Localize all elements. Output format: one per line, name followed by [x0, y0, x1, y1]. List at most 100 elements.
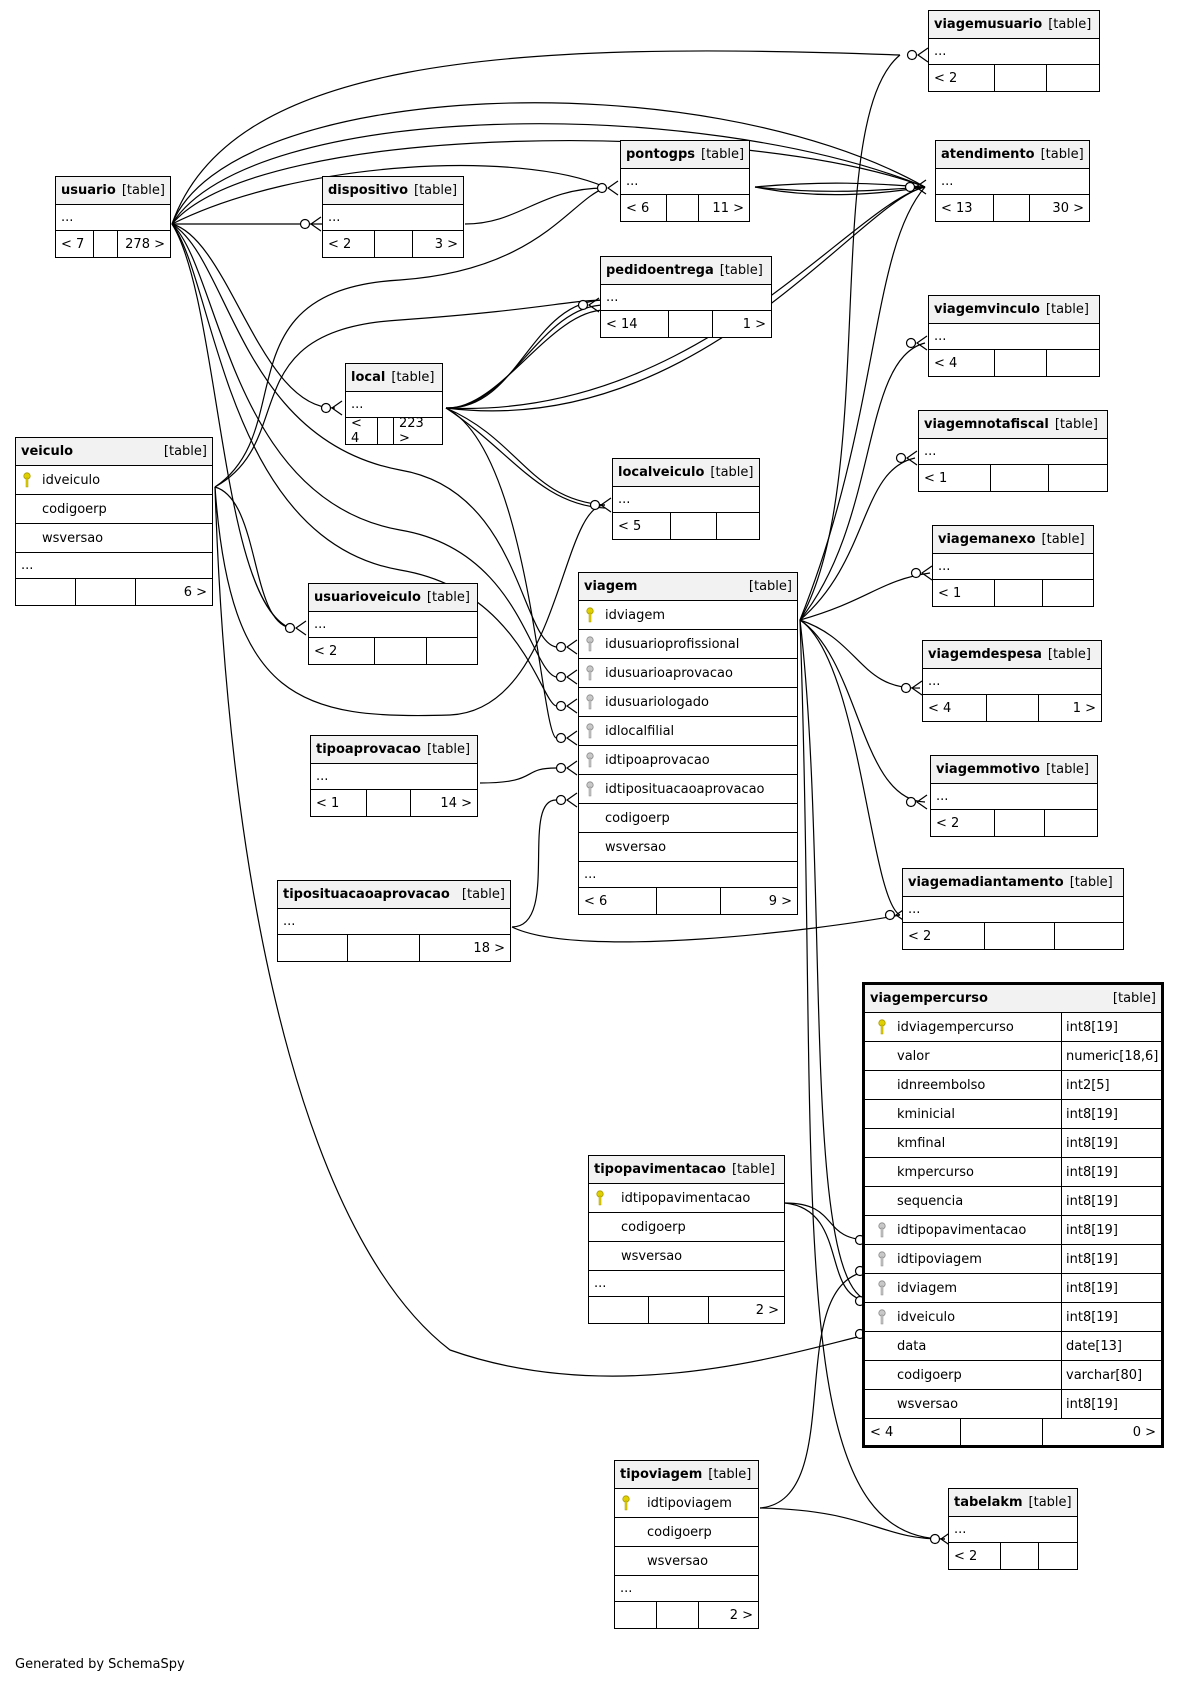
table-viagemvinculo[interactable]: viagemvinculo[table] ... < 4 [928, 295, 1100, 377]
edge-local-viagem [445, 407, 557, 739]
table-name: tipoviagem [620, 1467, 703, 1482]
edge-veiculo-pontogps [214, 187, 606, 488]
table-tag: [table] [426, 742, 471, 757]
column-type: int8[19] [1061, 1158, 1161, 1186]
footer-left: < 6 [579, 888, 657, 914]
table-tag: [table] [1069, 875, 1113, 890]
footer-left: < 4 [865, 1419, 961, 1445]
edge-tipopavimentacao-viagempercurso-1 [784, 1202, 871, 1241]
table-localveiculo[interactable]: localveiculo[table] ... < 5 [612, 458, 760, 540]
column-row[interactable]: idusuarioprofissional [579, 630, 797, 659]
column-row[interactable]: codigoerp [589, 1213, 784, 1242]
columns-ellipsis: ... [933, 554, 1093, 580]
column-row[interactable]: idusuariologado [579, 688, 797, 717]
footer-right [1049, 465, 1107, 491]
table-tipopavimentacao[interactable]: tipopavimentacao[table] idtipopavimentac… [588, 1155, 785, 1324]
table-tiposituacaoaprovacao[interactable]: tiposituacaoaprovacao[table] ... 18 > [277, 880, 511, 962]
primary-key-icon [579, 607, 601, 623]
footer-right: 30 > [1052, 200, 1084, 216]
column-row[interactable]: codigoerp [579, 804, 797, 833]
column-name: codigoerp [42, 501, 107, 517]
column-row[interactable]: idtipoaprovacao [579, 746, 797, 775]
table-viagemusuario[interactable]: viagemusuario[table] ... < 2 [928, 10, 1100, 92]
table-footer: 6 > [16, 579, 212, 605]
footer-right: 6 > [183, 584, 207, 600]
table-tag: [table] [748, 579, 792, 594]
columns-ellipsis: ... [615, 1576, 758, 1602]
foreign-key-icon [871, 1280, 893, 1296]
edge-tipoviagem-viagempercurso [759, 1270, 871, 1509]
column-row[interactable]: wsversao [579, 833, 797, 862]
columns-ellipsis: ... [346, 392, 442, 418]
table-name: viagempercurso [870, 991, 988, 1006]
edge-usuario-usuarioveiculo [171, 223, 291, 629]
column-row[interactable]: idtipoviagem [615, 1489, 758, 1518]
edge-veiculo-pedidoentrega [214, 299, 606, 488]
column-name: kmfinal [897, 1135, 946, 1151]
column-row[interactable]: codigoerp [16, 495, 212, 524]
edge-usuario-atendimento-3 [171, 140, 926, 225]
table-tipoviagem[interactable]: tipoviagem[table] idtipoviagem codigoerp… [614, 1460, 759, 1629]
column-row[interactable]: wsversao [589, 1242, 784, 1271]
table-tag: [table] [1045, 762, 1090, 777]
table-viagemmotivo[interactable]: viagemmotivo[table] ... < 2 [930, 755, 1098, 837]
footer-left: < 4 [929, 350, 995, 376]
footer-left: < 2 [931, 810, 995, 836]
table-usuarioveiculo[interactable]: usuarioveiculo[table] ... < 2 [308, 583, 478, 665]
column-row[interactable]: idveiculo [16, 466, 212, 495]
table-viagemanexo[interactable]: viagemanexo[table] ... < 1 [932, 525, 1094, 607]
footer-right [1055, 923, 1123, 949]
footer-right: 1 > [742, 316, 766, 332]
columns-ellipsis: ... [311, 764, 477, 790]
column-row[interactable]: codigoerp [615, 1518, 758, 1547]
edge-viagem-viagemmotivo [799, 619, 926, 803]
table-viagemnotafiscal[interactable]: viagemnotafiscal[table] ... < 1 [918, 410, 1108, 492]
table-tag: [table] [1048, 17, 1092, 32]
column-type: int8[19] [1061, 1187, 1161, 1215]
footer-mid [995, 580, 1043, 606]
column-row[interactable]: idtipopavimentacao [589, 1184, 784, 1213]
table-tabelakm[interactable]: tabelakm[table] ... < 2 [948, 1488, 1078, 1570]
footer-left: < 1 [933, 580, 995, 606]
footer-mid [348, 935, 420, 961]
column-row[interactable]: wsversao [16, 524, 212, 553]
column-row[interactable]: idviagem [579, 601, 797, 630]
table-name: tiposituacaoaprovacao [283, 887, 450, 902]
footer-mid [995, 810, 1045, 836]
column-row[interactable]: idtiposituacaoaprovacao [579, 775, 797, 804]
column-row[interactable]: idlocalfilial [579, 717, 797, 746]
table-tag: [table] [1047, 647, 1091, 662]
column-row[interactable]: wsversao [615, 1547, 758, 1576]
table-header: viagemvinculo[table] [929, 296, 1099, 324]
table-name: tipoaprovacao [316, 742, 421, 757]
table-veiculo[interactable]: veiculo[table] idveiculo codigoerp wsver… [15, 437, 213, 606]
table-viagemadiantamento[interactable]: viagemadiantamento[table] ... < 2 [902, 868, 1124, 950]
column-row[interactable]: idusuarioaprovacao [579, 659, 797, 688]
table-viagem[interactable]: viagem[table] idviagem idusuarioprofissi… [578, 572, 798, 915]
